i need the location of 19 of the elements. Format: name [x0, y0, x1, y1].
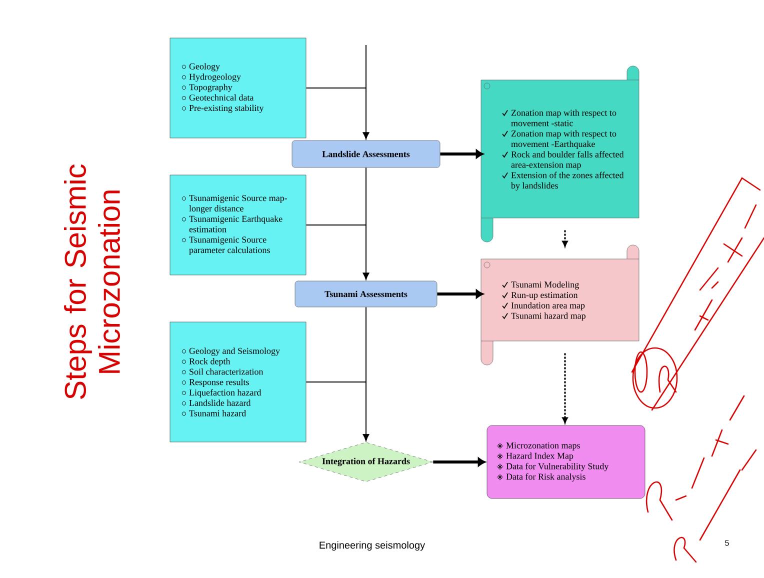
input-box: Geology Hydrogeology Topography Geotechnical data Pre-existing stability — [170, 38, 306, 138]
input-box: Tsunamigenic Source map- longer distance Tsunamigenic Earthquake estimation Tsunamigenic Source parameter calculations — [170, 174, 306, 276]
process-box: Tsunami Assessments — [294, 280, 438, 308]
scroll-box: Tsunami Modeling Run-up estimation Inundation area map Tsunami hazard map — [480, 244, 640, 366]
arrow — [440, 150, 484, 158]
page-number: 5 — [725, 540, 729, 546]
arrow — [306, 224, 370, 280]
arrow — [306, 88, 370, 139]
process-box: Landslide Assessments — [292, 140, 440, 168]
scroll-box: Zonation map with respect to movement -static Zonation map with respect to movement -Earthquake Rock and boulder falls affected area-extension map Extension of the zones affected by landslides — [480, 66, 640, 242]
arrow — [437, 290, 484, 298]
arrow — [306, 382, 370, 441]
arrow — [433, 458, 486, 466]
footer-text: Engineering seismology — [320, 541, 426, 551]
arrow — [562, 230, 568, 247]
input-box: Geology and Seismology Rock depth Soil characterization Response results Liquefaction hazard Landslide hazard Tsunami hazard — [170, 322, 306, 442]
title: Steps for Seismic Microzonation — [64, 164, 120, 399]
arrow — [562, 353, 568, 424]
output-box: Microzonation maps Hazard Index Map Data for Vulnerability Study Data for Risk analysis — [486, 425, 646, 499]
